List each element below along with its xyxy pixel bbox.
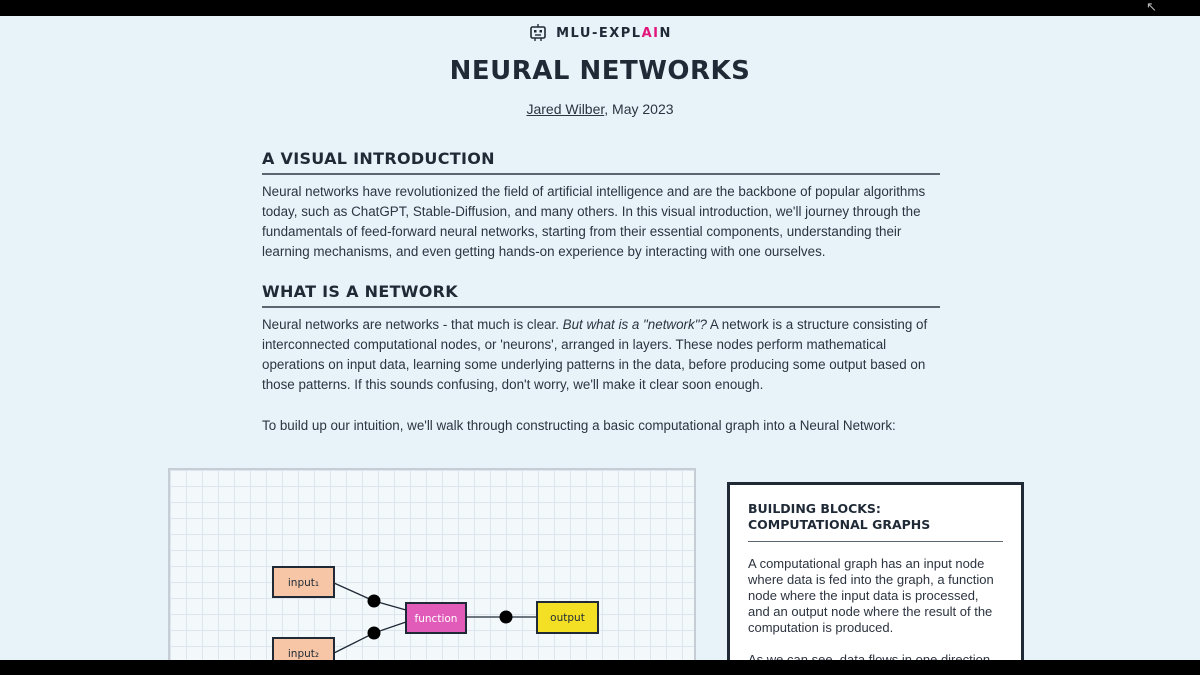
network-question: But what is a "network"? <box>562 317 707 332</box>
svg-text:function: function <box>415 613 458 625</box>
brand-ai-highlight: AI <box>641 25 660 41</box>
building-blocks-card: BUILDING BLOCKS: COMPUTATIONAL GRAPHS A … <box>727 482 1024 660</box>
publish-date: , May 2023 <box>604 101 674 117</box>
letterbox-top: ↖ <box>0 0 1200 16</box>
robot-icon <box>530 24 546 41</box>
edge-input2-function <box>333 632 375 654</box>
edge-weight-dot-1 <box>367 594 381 608</box>
computational-graph-svg: input₁ input₂ function output <box>272 566 599 660</box>
node-output[interactable]: output <box>536 601 599 634</box>
page-title: NEURAL NETWORKS <box>449 56 751 86</box>
brand-name: MLU-EXPLAIN <box>556 25 672 41</box>
section-heading-visual-introduction: A VISUAL INTRODUCTION <box>262 149 940 175</box>
author-link[interactable]: Jared Wilber <box>526 101 605 117</box>
edge-weight-dot-3 <box>499 610 513 624</box>
mouse-cursor-icon: ↖ <box>1146 0 1157 15</box>
node-function[interactable]: function <box>405 602 467 634</box>
edge-weight-dot-2 <box>367 626 381 640</box>
intuition-paragraph: To build up our intuition, we'll walk th… <box>262 418 896 433</box>
site-brand[interactable]: MLU-EXPLAIN <box>0 22 1200 44</box>
section-heading-what-is-a-network: WHAT IS A NETWORK <box>262 282 940 308</box>
card-text-continued: As we can see, data flows in one directi… <box>748 652 991 660</box>
byline: Jared Wilber, May 2023 <box>0 101 1200 117</box>
svg-text:output: output <box>550 612 585 624</box>
node-input2[interactable]: input₂ <box>272 637 335 660</box>
network-paragraph: Neural networks are networks - that much… <box>262 317 928 392</box>
node-input1[interactable]: input₁ <box>272 566 335 598</box>
intro-paragraph: Neural networks have revolutionized the … <box>262 184 926 259</box>
svg-text:input₂: input₂ <box>288 648 319 660</box>
card-text: A computational graph has an input node … <box>748 556 994 635</box>
letterbox-bottom <box>0 660 1200 675</box>
computational-graph-figure[interactable]: input₁ input₂ function output <box>168 468 696 660</box>
article-page[interactable]: MLU-EXPLAIN NEURAL NETWORKS Jared Wilber… <box>0 16 1200 660</box>
edge-input1-function <box>333 582 375 602</box>
card-title: BUILDING BLOCKS: COMPUTATIONAL GRAPHS <box>748 501 1003 542</box>
svg-text:input₁: input₁ <box>288 577 319 589</box>
